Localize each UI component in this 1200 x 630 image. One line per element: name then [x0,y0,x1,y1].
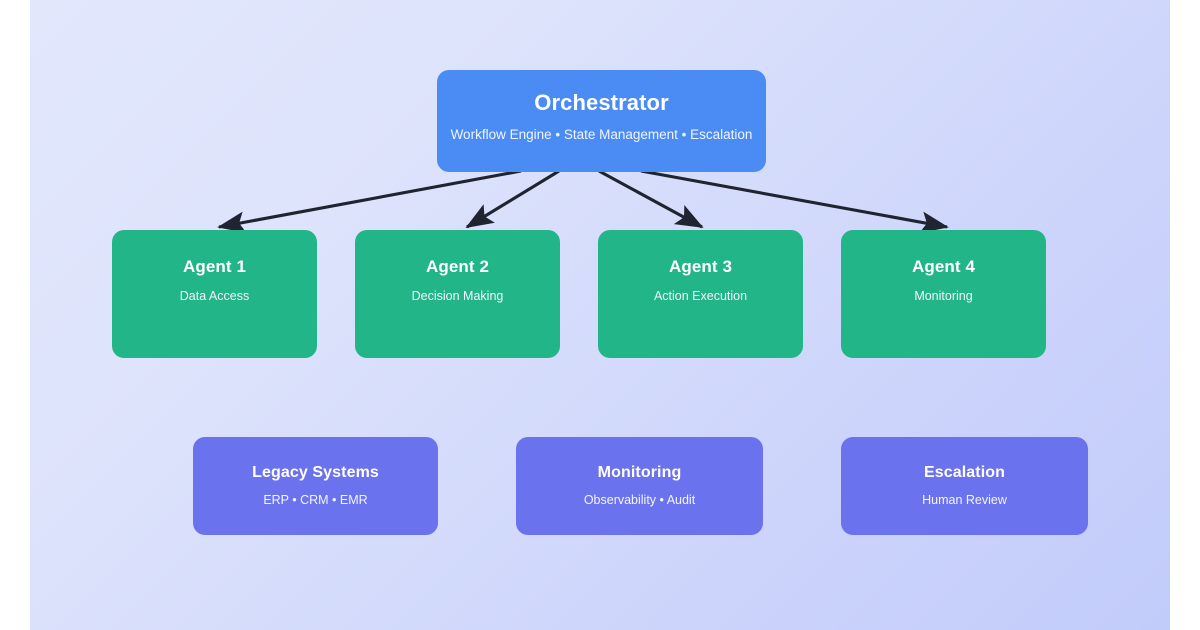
node-monitoring-subtitle: Observability • Audit [583,492,696,507]
node-escalation-title: Escalation [923,464,1006,481]
node-orchestrator-title: Orchestrator [534,90,669,115]
node-legacy-systems[interactable]: Legacy Systems ERP • CRM • EMR [193,437,438,535]
node-agent-3-title: Agent 3 [668,257,733,276]
node-agent-1[interactable]: Agent 1 Data Access [112,230,317,358]
arrow-orchestrator-to-agent-4 [640,169,949,233]
node-monitoring[interactable]: Monitoring Observability • Audit [516,437,763,535]
node-escalation[interactable]: Escalation Human Review [841,437,1088,535]
node-agent-3[interactable]: Agent 3 Action Execution [598,230,803,358]
node-agent-1-subtitle: Data Access [179,288,250,303]
node-orchestrator[interactable]: Orchestrator Workflow Engine • State Man… [437,70,766,172]
node-legacy-systems-subtitle: ERP • CRM • EMR [263,492,368,507]
node-escalation-subtitle: Human Review [922,492,1007,507]
node-agent-4-subtitle: Monitoring [914,288,973,303]
node-agent-3-subtitle: Action Execution [653,288,748,303]
arrow-orchestrator-to-agent-3 [598,169,704,229]
node-legacy-systems-title: Legacy Systems [252,464,379,481]
node-agent-4-title: Agent 4 [911,257,976,276]
node-agent-4[interactable]: Agent 4 Monitoring [841,230,1046,358]
node-agent-1-title: Agent 1 [182,257,247,276]
node-monitoring-title: Monitoring [597,464,682,481]
diagram-canvas: Orchestrator Workflow Engine • State Man… [30,0,1170,630]
node-agent-2-title: Agent 2 [425,257,490,276]
node-agent-2[interactable]: Agent 2 Decision Making [355,230,560,358]
node-orchestrator-subtitle: Workflow Engine • State Management • Esc… [450,127,753,143]
arrow-orchestrator-to-agent-2 [465,169,560,229]
node-agent-2-subtitle: Decision Making [411,288,504,303]
arrow-orchestrator-to-agent-1 [217,169,522,233]
